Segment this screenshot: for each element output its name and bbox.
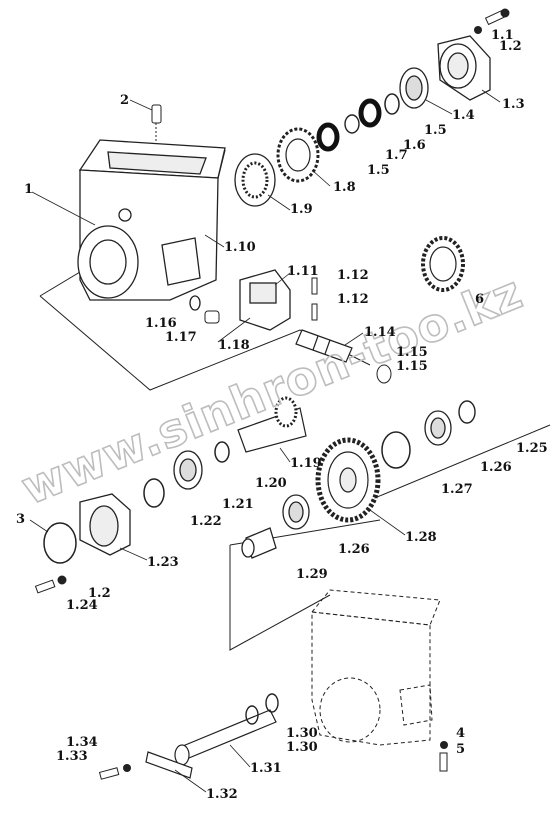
label-1-34: 1.34 [66,735,98,750]
label-1-20: 1.20 [255,476,287,491]
label-1-19: 1.19 [290,456,322,471]
label-1-31: 1.31 [250,761,282,776]
bearing-1-26a [424,410,452,446]
bolt-1-24 [34,575,67,594]
label-1-14: 1.14 [364,325,396,340]
ring-1-22 [143,478,165,508]
label-1-21: 1.21 [222,497,254,512]
shift-fork-1-11 [239,269,291,331]
label-1-25: 1.25 [516,441,548,456]
label-1-18: 1.18 [218,338,250,353]
bearing-1-26b [282,494,310,530]
washer-4 [440,741,448,749]
label-1-23: 1.23 [147,555,179,570]
label-1-7: 1.7 [385,148,408,163]
label-2: 2 [120,93,129,108]
label-1-2b: 1.2 [88,586,111,601]
ring-1-25 [458,400,476,424]
washer-1-16 [189,295,201,311]
label-1-22: 1.22 [190,514,222,529]
label-1-30a: 1.30 [286,726,318,741]
ring-1-27 [381,431,411,469]
rings-1-30 [245,693,279,725]
gear-1-8 [276,127,320,183]
label-1-27: 1.27 [441,482,473,497]
input-shaft-1-19 [237,396,307,453]
label-1-26a: 1.26 [480,460,512,475]
plug-1-17 [204,310,220,324]
bolt-5 [439,752,448,772]
label-1-5: 1.5 [424,123,447,138]
label-1-2: 1.2 [499,39,522,54]
label-1-5b: 1.5 [367,163,390,178]
label-1-8: 1.8 [333,180,356,195]
label-1-16: 1.16 [145,316,177,331]
flange-cover-1-3 [437,35,491,101]
label-3: 3 [16,512,25,527]
label-1-1: 1.1 [491,28,514,43]
pins-1-12 [311,277,318,321]
label-1-4: 1.4 [452,108,475,123]
ring-1-20 [214,441,230,463]
label-1-3: 1.3 [502,97,525,112]
ring-1-5 [384,93,400,115]
bearing-1-4 [399,67,429,109]
washer-1-2 [474,26,482,34]
seal-1-6 [358,98,382,128]
label-1-11: 1.11 [287,264,319,279]
label-1-9: 1.9 [290,202,313,217]
flange-1-23 [79,493,131,556]
label-1-28: 1.28 [405,530,437,545]
collar-1-15 [376,364,392,384]
label-1-29: 1.29 [296,567,328,582]
label-1-32: 1.32 [206,787,238,802]
plate-1-32 [145,751,193,779]
seal-1-5b [316,122,340,152]
synchro-1-9 [234,153,276,207]
shaft-1-31 [174,709,277,766]
gear-6 [421,236,465,292]
lower-housing-phantom [311,589,441,746]
label-5: 5 [456,742,465,757]
label-4: 4 [456,726,465,741]
label-1-33: 1.33 [56,749,88,764]
gearbox-housing-1 [77,139,226,301]
label-1-6: 1.6 [403,138,426,153]
gear-1-28 [315,437,381,523]
label-1-15: 1.15 [396,345,428,360]
bolt-1-33 [98,767,120,780]
bolt-1-1 [484,8,510,26]
bearing-1-21 [173,450,203,490]
label-1-12a: 1.12 [337,268,369,283]
label-6: 6 [475,292,484,307]
shift-rod-1-14 [295,329,353,363]
ring-1-7 [344,114,360,134]
pin-2 [151,104,162,150]
gasket-3 [43,522,77,564]
washer-1-34 [123,764,131,772]
leader-lines [29,89,501,793]
label-1: 1 [24,182,33,197]
part-labels: 1.1 1.2 1.3 1.4 1.5 1.6 1.7 1.5 1.8 1.9 … [16,28,548,802]
label-1-12b: 1.12 [337,292,369,307]
label-1-15b: 1.15 [396,359,428,374]
spacer-1-29 [241,527,277,559]
label-1-26b: 1.26 [338,542,370,557]
label-1-24: 1.24 [66,598,98,613]
label-1-10: 1.10 [224,240,256,255]
label-1-17: 1.17 [165,330,197,345]
label-1-30b: 1.30 [286,740,318,755]
